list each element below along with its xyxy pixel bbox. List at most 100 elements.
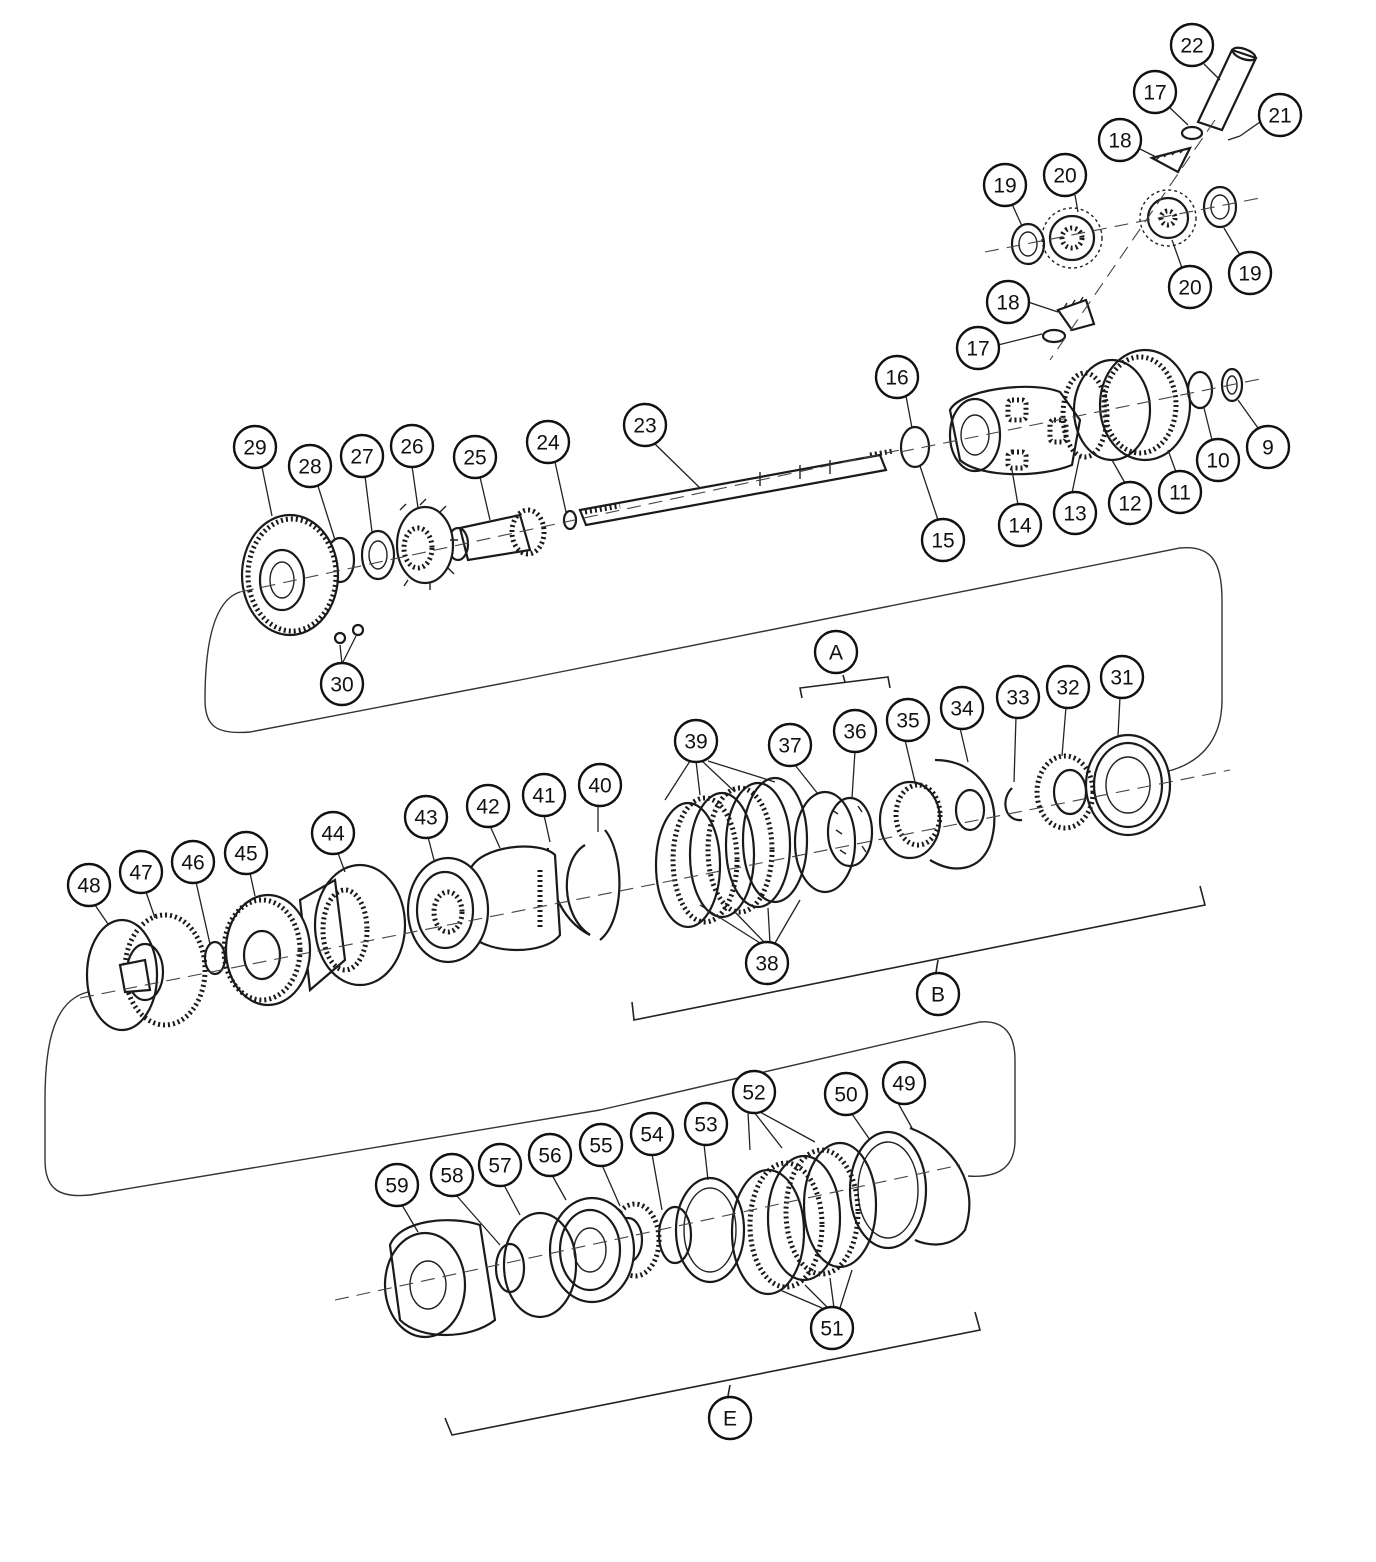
thrust-washer (203, 940, 227, 976)
callout-circle (429, 1152, 475, 1198)
callout-label: 47 (129, 862, 152, 885)
callout-circle (629, 1111, 675, 1157)
callout-circle (521, 772, 567, 818)
callout-label: 57 (488, 1155, 511, 1178)
callout-label: 25 (463, 447, 486, 470)
callout-label: E (723, 1408, 737, 1431)
callout-label: 36 (843, 721, 866, 744)
callout-circle (1257, 92, 1303, 138)
callout-circle (920, 517, 966, 563)
callout-label: 39 (684, 731, 707, 754)
callout-label: 19 (993, 175, 1016, 198)
callout-circle (1132, 69, 1178, 115)
callout-51: 51 (809, 1305, 855, 1351)
callout-label: 29 (243, 437, 266, 460)
callout-label: 22 (1180, 35, 1203, 58)
callout-label: 23 (633, 415, 656, 438)
callout-circle (1227, 250, 1273, 296)
thrust-washer (954, 788, 986, 832)
callout-label: 14 (1008, 515, 1032, 538)
assembly-connector (44, 991, 1016, 1197)
snap-ring (1004, 787, 1023, 822)
differential-assembly (984, 46, 1261, 361)
callout-48: 48 (66, 862, 112, 908)
pinion-gear (1149, 146, 1193, 174)
callout-circle (982, 162, 1028, 208)
forward-clutch-stack (730, 1141, 878, 1296)
callout-circle (403, 794, 449, 840)
input-sun-gear (1034, 753, 1096, 831)
thrust-plate (793, 790, 857, 894)
callout-label: 44 (321, 823, 345, 846)
callout-circle (1107, 480, 1153, 526)
group-bracket-b (631, 885, 1206, 1021)
callout-20: 20 (1042, 152, 1088, 198)
callout-circle (939, 685, 985, 731)
callout-19: 19 (1227, 250, 1273, 296)
callout-label: 48 (77, 875, 100, 898)
clutch-drum (565, 829, 621, 941)
callout-label: 37 (778, 735, 801, 758)
reaction-internal-gear (118, 912, 208, 1028)
callout-37: 37 (767, 722, 813, 768)
side-gear (1041, 207, 1103, 269)
callout-circle (622, 402, 668, 448)
callout-circle (1157, 469, 1203, 515)
callout-label: 32 (1056, 677, 1079, 700)
callout-circle (577, 762, 623, 808)
callout-label: 24 (536, 432, 560, 455)
snap-ring (929, 758, 996, 870)
intermediate-band (468, 845, 562, 951)
callout-label: 38 (755, 953, 778, 976)
callout-circle (813, 629, 859, 675)
callout-27: 27 (339, 433, 385, 479)
callout-56: 56 (527, 1132, 573, 1178)
side-gear (1139, 189, 1197, 247)
callout-54: 54 (629, 1111, 675, 1157)
callout-circle (525, 419, 571, 465)
output-sprocket (395, 498, 458, 590)
callout-22: 22 (1169, 22, 1215, 68)
callout-label: 10 (1206, 450, 1229, 473)
callout-15: 15 (920, 517, 966, 563)
callout-circle (310, 810, 356, 856)
callout-30: 30 (319, 661, 365, 707)
callout-label: 52 (742, 1082, 765, 1105)
callout-39: 39 (673, 718, 719, 764)
callout-circle (374, 1162, 420, 1208)
callout-circle (527, 1132, 573, 1178)
callout-circle (995, 674, 1041, 720)
callout-circle (477, 1142, 523, 1188)
clutch-plate-stack (654, 776, 809, 929)
callout-label: 20 (1053, 165, 1076, 188)
callout-circle (1169, 22, 1215, 68)
callout-label: 33 (1006, 687, 1029, 710)
callout-circle (832, 708, 878, 754)
callout-35: 35 (885, 697, 931, 743)
callout-circle (1195, 437, 1241, 483)
piston-seal (502, 1211, 578, 1319)
callout-label: 11 (1169, 482, 1191, 505)
callout-57: 57 (477, 1142, 523, 1188)
callout-label: 27 (350, 446, 373, 469)
callout-label: 42 (476, 796, 499, 819)
side-gear-washer (1010, 222, 1046, 266)
callout-53: 53 (683, 1101, 729, 1147)
callout-20: 20 (1167, 264, 1213, 310)
callout-label: 58 (440, 1165, 463, 1188)
callout-label: 45 (234, 843, 257, 866)
forward-clutch-piston (548, 1196, 636, 1304)
callout-label: 17 (966, 338, 989, 361)
callout-circle (1099, 654, 1145, 700)
callout-11: 11 (1157, 469, 1203, 515)
callout-b: B (915, 971, 961, 1017)
callout-label: 49 (892, 1073, 915, 1096)
callout-28: 28 (287, 443, 333, 489)
callout-23: 23 (622, 402, 668, 448)
callout-label: 35 (896, 710, 919, 733)
callout-34: 34 (939, 685, 985, 731)
callout-circle (915, 971, 961, 1017)
callout-label: 54 (640, 1124, 664, 1147)
roll-pin (1227, 135, 1241, 141)
